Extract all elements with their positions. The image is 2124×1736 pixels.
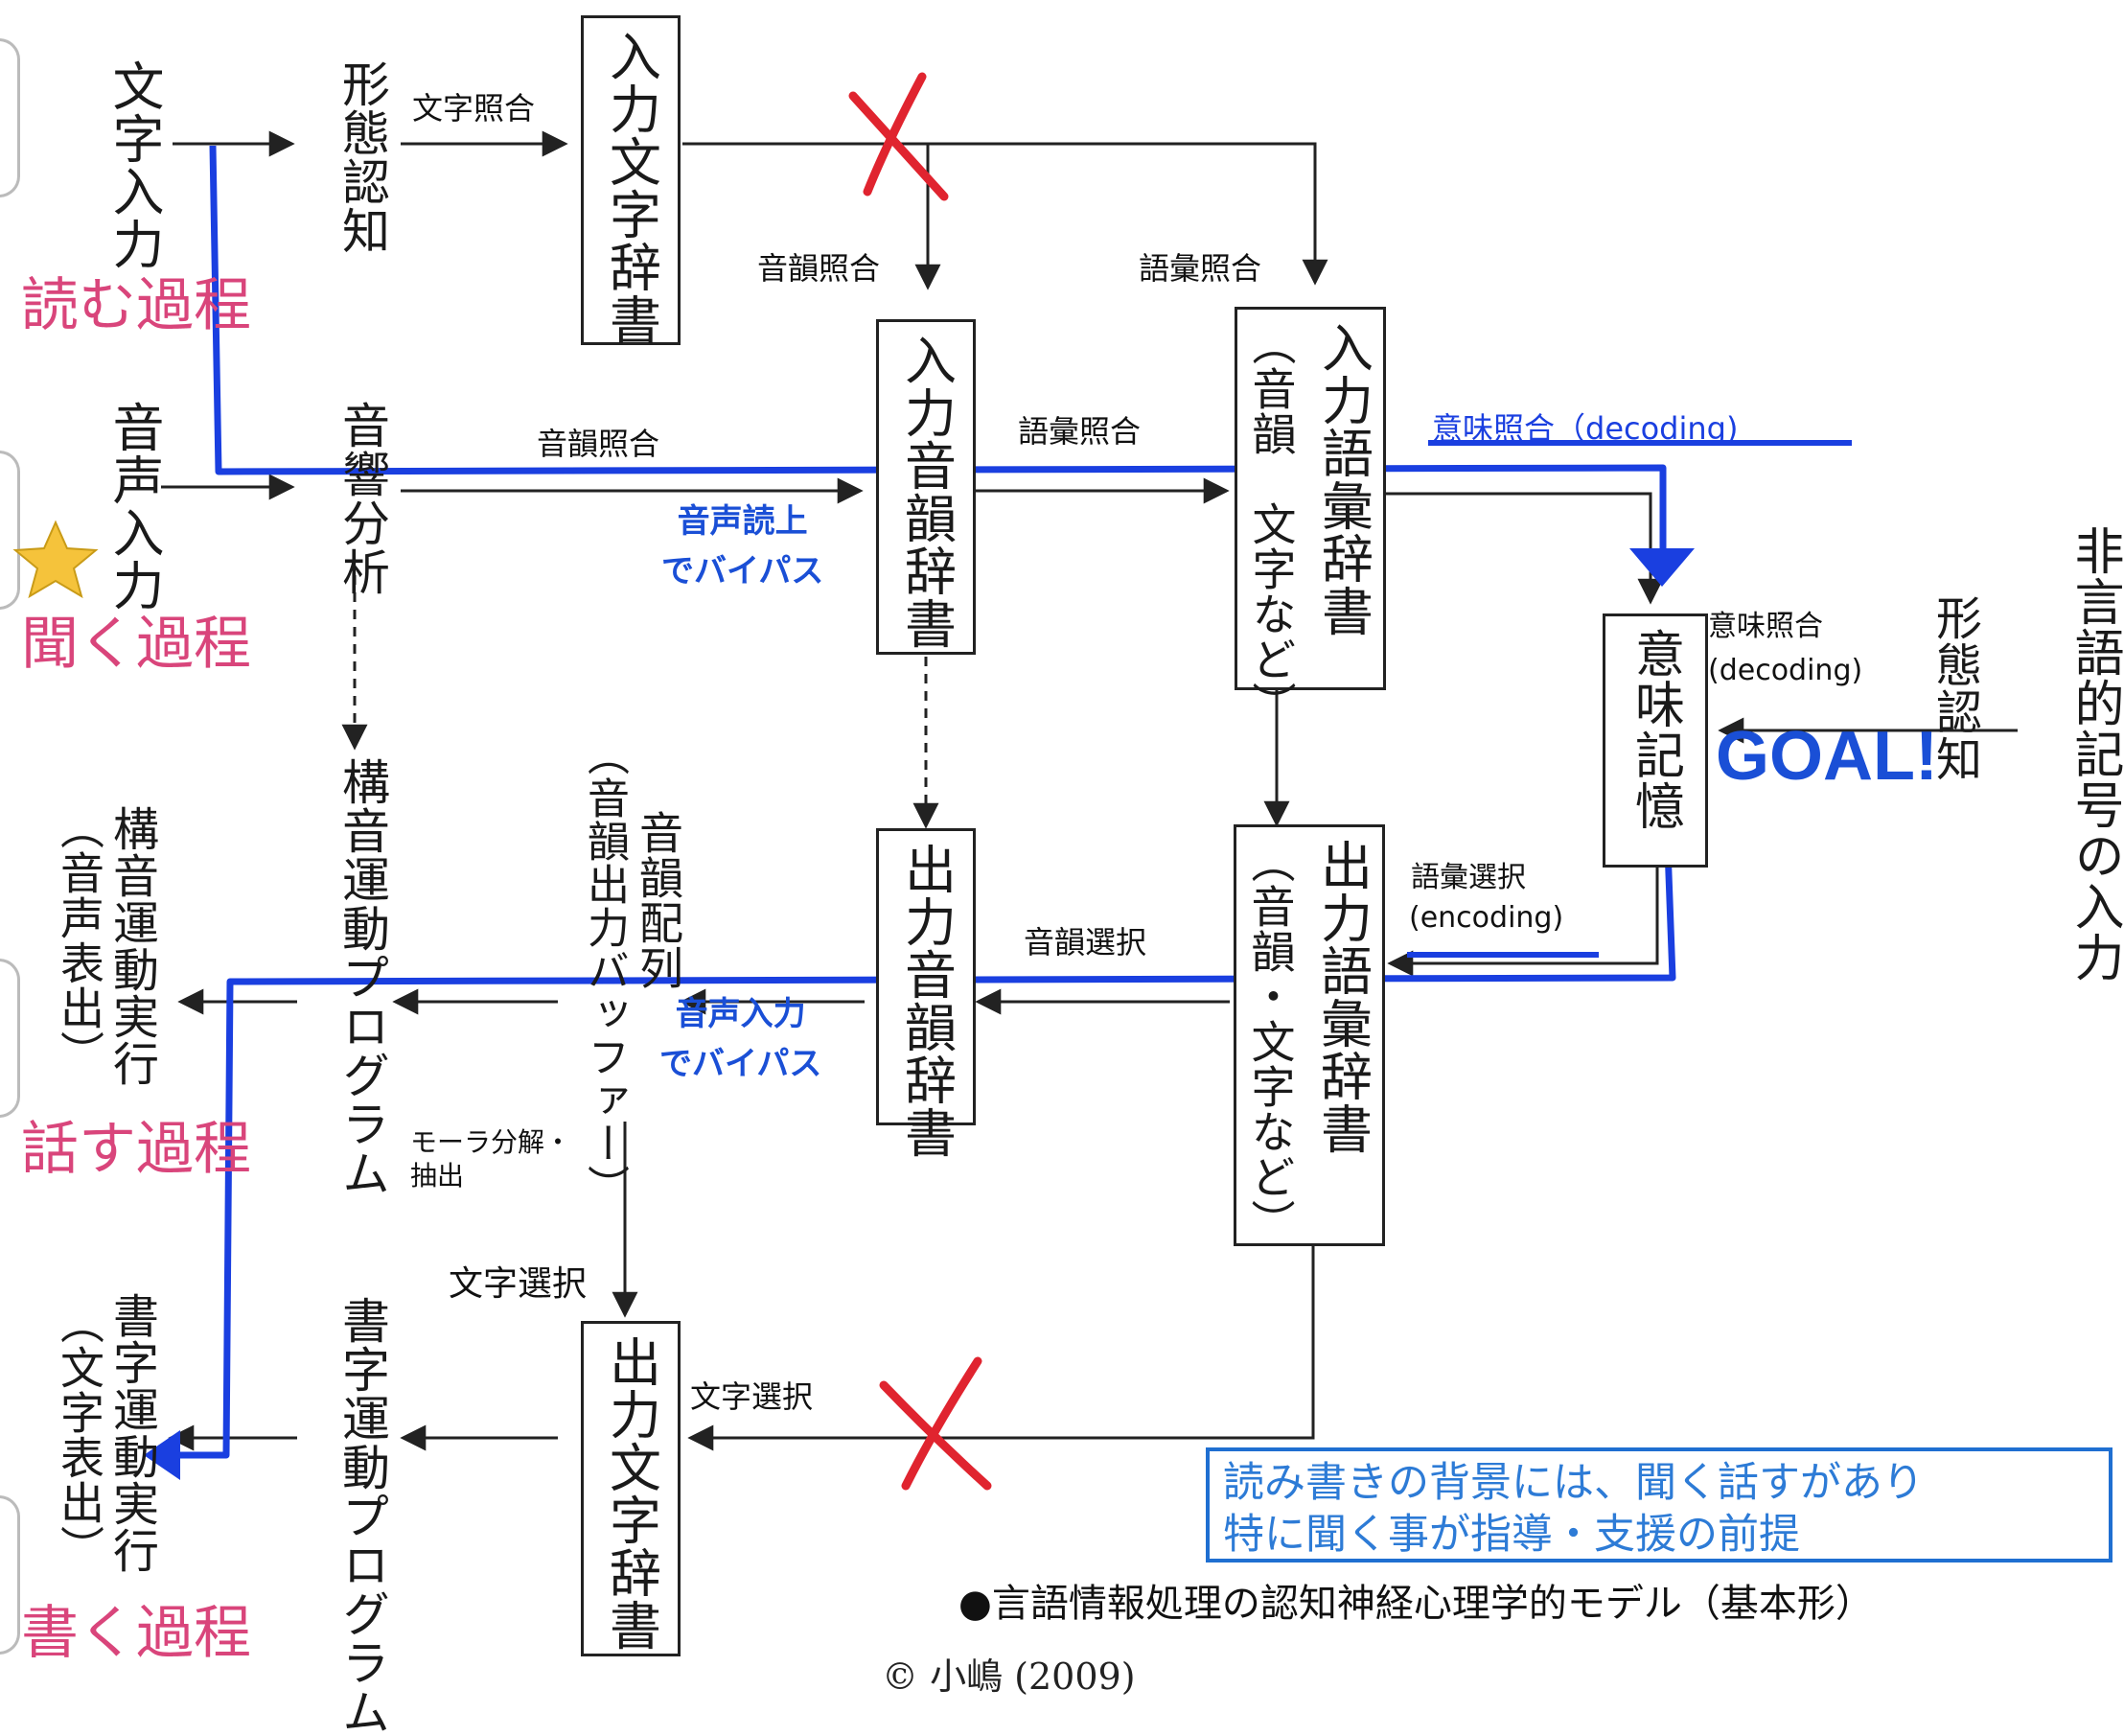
callout-line1: 読み書きの背景には、聞く話すがあり xyxy=(1223,1459,1924,1507)
mora-label: モーラ分解・ xyxy=(410,1126,572,1158)
decoding-label: (decoding) xyxy=(1708,654,1863,687)
output-phon-dict-label: 出力音韻辞書 xyxy=(895,843,957,1159)
process-read: 読む過程 xyxy=(21,272,251,339)
semantic-memory-box: 意味記憶 xyxy=(1603,613,1708,868)
output-lex-dict-sub: （音韻・文字など） xyxy=(1244,839,1297,1244)
articulation-exec-label: 構音運動実行 xyxy=(104,805,158,1087)
arrow-char-select xyxy=(687,1246,1315,1451)
output-char-dict-label: 出力文字辞書 xyxy=(600,1335,661,1652)
bypass-route xyxy=(158,145,1852,1459)
output-lex-dict-label: 出力語彙辞書 xyxy=(1311,839,1373,1155)
form-recognition-nonverbal-label: 形態認知 xyxy=(1928,594,1981,782)
bypass-input-note: 音声入力 でバイパス xyxy=(659,989,821,1089)
phoneme-buffer-label: （音韻出力バッファー） xyxy=(580,733,629,1208)
char-match-label: 文字照合 xyxy=(412,90,536,127)
bypass-read-line1: 音声読上 xyxy=(677,502,808,541)
mora-label-2: 抽出 xyxy=(410,1160,465,1192)
semantic-match-right-label: 意味照合 xyxy=(1708,610,1823,643)
arrow-lex-select xyxy=(1387,868,1659,977)
lex-match-label-2: 語彙照合 xyxy=(1018,413,1142,450)
callout-box: 読み書きの背景には、聞く話すがあり 特に聞く事が指導・支援の前提 xyxy=(1206,1447,2112,1562)
input-lex-dict-label: 入力語彙辞書 xyxy=(1312,321,1374,637)
output-lex-dict-box: 出力語彙辞書 （音韻・文字など） xyxy=(1234,824,1385,1246)
figure-caption: ●言語情報処理の認知神経心理学的モデル（基本形） xyxy=(958,1582,1874,1626)
text-input-label: 文字入力 xyxy=(104,59,164,270)
phoneme-array-label: 音韻配列 xyxy=(633,810,684,990)
graphic-program-label: 書字運動プログラム xyxy=(335,1296,390,1736)
process-listen: 聞く過程 xyxy=(21,611,251,678)
graphic-exec-sub: （文字表出） xyxy=(54,1300,105,1570)
process-write: 書く過程 xyxy=(21,1600,251,1667)
input-phon-dict-box: 入力音韻辞書 xyxy=(876,319,976,655)
char-select-label-1: 文字選択 xyxy=(449,1264,588,1304)
goal-label: GOAL! xyxy=(1716,718,1938,795)
process-speak: 話す過程 xyxy=(21,1116,251,1183)
output-phon-dict-box: 出力音韻辞書 xyxy=(876,828,976,1159)
lex-match-label-1: 語彙照合 xyxy=(1139,250,1262,287)
articulation-program-label: 構音運動プログラム xyxy=(335,757,390,1197)
callout-line2: 特に聞く事が指導・支援の前提 xyxy=(1223,1511,1800,1559)
red-cross-icon xyxy=(848,72,949,201)
semantic-match-label: 意味照合（decoding) xyxy=(1432,410,1739,447)
encoding-label: (encoding) xyxy=(1409,901,1564,935)
acoustic-analysis-label: 音響分析 xyxy=(335,401,390,596)
bypass-input-line2: でバイパス xyxy=(659,1045,822,1083)
char-select-label-2: 文字選択 xyxy=(690,1378,814,1415)
form-recognition-label: 形態認知 xyxy=(335,59,390,255)
articulation-exec-sub: （音声表出） xyxy=(54,805,105,1076)
bypass-read-note: 音声読上 でバイパス xyxy=(661,497,823,596)
blue-arrow-icon xyxy=(144,1430,180,1480)
lex-select-label: 語彙選択 xyxy=(1411,861,1526,894)
red-cross-icon xyxy=(879,1356,992,1491)
bypass-read-line2: でバイパス xyxy=(661,552,824,590)
star-icon xyxy=(12,520,99,599)
graphic-exec-label: 書字運動実行 xyxy=(104,1292,158,1574)
speech-input-label: 音声入力 xyxy=(104,401,164,612)
input-char-dict-box: 入力文字辞書 xyxy=(581,15,681,346)
copyright: © 小嶋 (2009) xyxy=(882,1655,1136,1698)
input-phon-dict-label: 入力音韻辞書 xyxy=(895,334,957,650)
bypass-input-line1: 音声入力 xyxy=(675,995,806,1033)
semantic-memory-label: 意味記憶 xyxy=(1626,628,1684,831)
phon-select-label: 音韻選択 xyxy=(1024,924,1147,961)
input-char-dict-label: 入力文字辞書 xyxy=(600,30,661,346)
input-lex-dict-sub: （音韻 文字など） xyxy=(1245,321,1298,727)
nonverbal-input-label: 非言語的記号の入力 xyxy=(2066,525,2123,983)
arrow-semantic-match xyxy=(1386,492,1664,605)
phon-match-label-1: 音韻照合 xyxy=(757,250,881,287)
phon-match-label-2: 音韻照合 xyxy=(537,426,660,462)
input-lex-dict-box: 入力語彙辞書 （音韻 文字など） xyxy=(1235,307,1386,727)
blue-arrow-icon xyxy=(1629,548,1695,587)
output-char-dict-box: 出力文字辞書 xyxy=(581,1321,681,1656)
